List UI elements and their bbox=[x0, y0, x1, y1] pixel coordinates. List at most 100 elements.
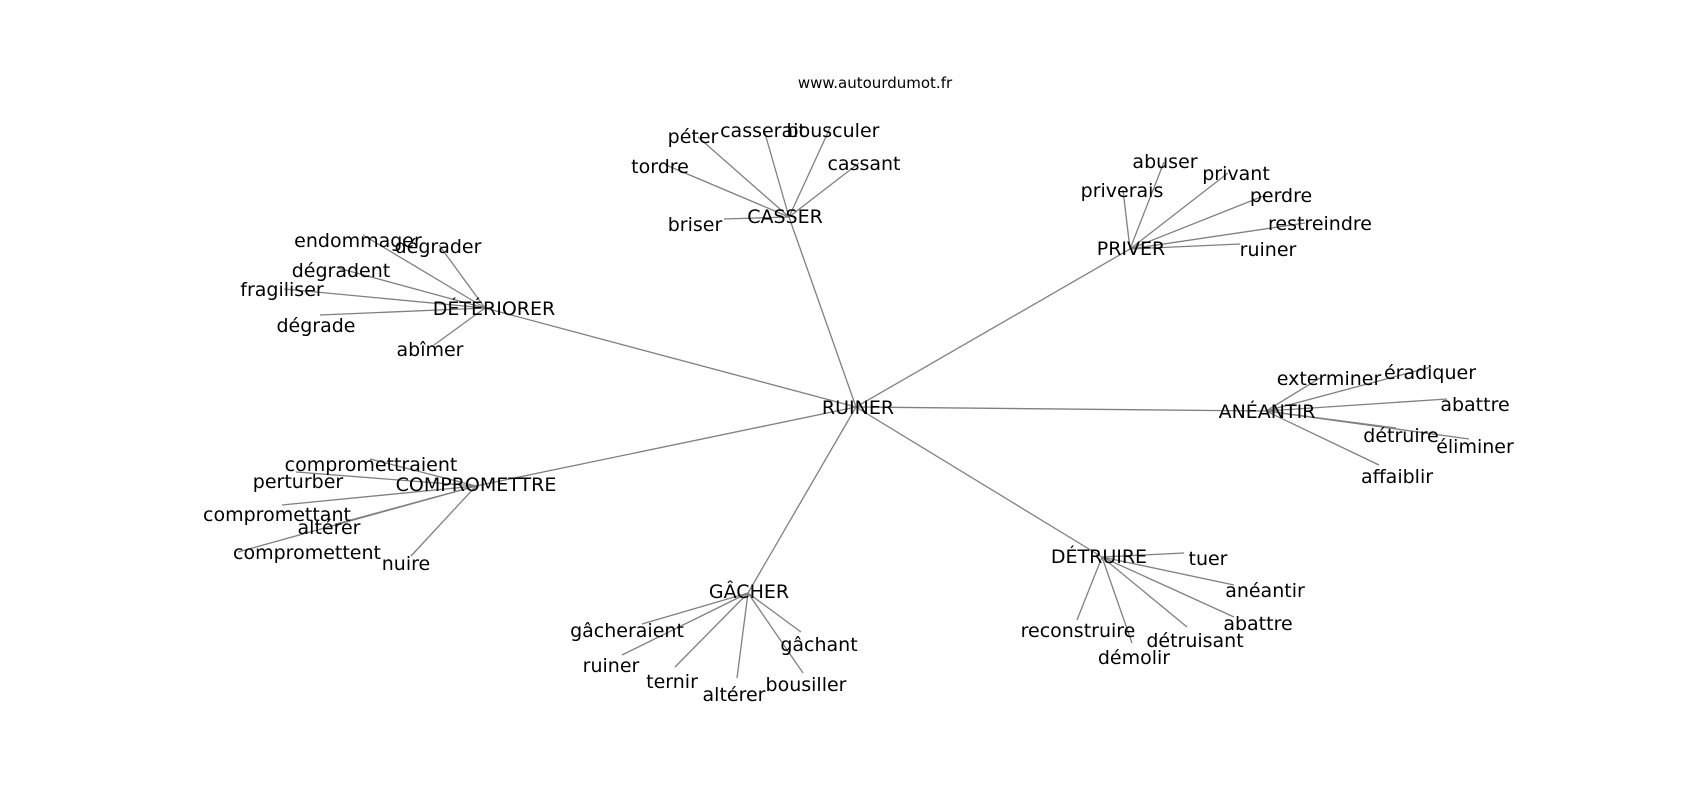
word-node[interactable]: ruiner bbox=[583, 655, 640, 677]
edge-root-hub bbox=[484, 307, 857, 408]
word-node[interactable]: dégrader bbox=[395, 236, 482, 258]
word-node[interactable]: ternir bbox=[646, 671, 698, 693]
edge-hub-word bbox=[674, 592, 749, 668]
edge-hub-word bbox=[283, 288, 486, 309]
edge-hub-word bbox=[723, 216, 790, 220]
edge-root-hub bbox=[855, 248, 1131, 408]
word-node[interactable]: gâcheraient bbox=[570, 620, 684, 642]
word-node[interactable]: cassant bbox=[827, 153, 900, 175]
word-node[interactable]: ruiner bbox=[1240, 239, 1297, 261]
edge-hub-word bbox=[1101, 552, 1185, 558]
edge-hub-word bbox=[1101, 556, 1188, 628]
edge-hub-word bbox=[237, 485, 477, 553]
word-node[interactable]: abattre bbox=[1440, 394, 1509, 416]
edge-hub-word bbox=[1129, 161, 1165, 250]
edge-hub-word bbox=[763, 129, 790, 218]
edge-hub-word bbox=[641, 592, 749, 625]
hub-node[interactable]: GÂCHER bbox=[709, 580, 789, 603]
word-node[interactable]: détruire bbox=[1363, 425, 1438, 447]
edge-hub-word bbox=[788, 162, 860, 218]
edge-hub-word bbox=[433, 307, 486, 346]
graph-edges bbox=[237, 127, 1470, 679]
edge-hub-word bbox=[1265, 377, 1321, 412]
word-node[interactable]: compromettent bbox=[233, 542, 381, 564]
word-node[interactable]: abîmer bbox=[397, 339, 464, 361]
edge-root-hub bbox=[855, 406, 1267, 412]
edge-hub-word bbox=[788, 127, 831, 218]
edge-root-hub bbox=[747, 406, 857, 594]
edge-hub-word bbox=[736, 592, 749, 679]
edge-hub-word bbox=[295, 471, 477, 487]
edge-hub-word bbox=[1101, 556, 1133, 644]
edge-hub-word bbox=[369, 458, 477, 487]
word-node[interactable]: perturber bbox=[253, 471, 344, 493]
word-node[interactable]: démolir bbox=[1098, 647, 1170, 669]
edge-hub-word bbox=[410, 485, 477, 557]
word-node[interactable]: éliminer bbox=[1436, 436, 1514, 458]
word-node[interactable]: abattre bbox=[1223, 613, 1292, 635]
hub-node[interactable]: COMPROMETTRE bbox=[396, 474, 557, 496]
edge-hub-word bbox=[337, 267, 486, 309]
word-node[interactable]: bousculer bbox=[787, 120, 880, 142]
edge-hub-word bbox=[747, 592, 804, 674]
word-node[interactable]: abuser bbox=[1132, 151, 1197, 173]
edge-hub-word bbox=[1129, 243, 1241, 250]
root-node[interactable]: RUINER bbox=[822, 397, 894, 419]
word-node[interactable]: reconstruire bbox=[1021, 620, 1136, 642]
word-node[interactable]: dégrade bbox=[276, 315, 355, 337]
word-node[interactable]: privant bbox=[1202, 163, 1270, 185]
word-node[interactable]: briser bbox=[668, 214, 723, 236]
hub-node[interactable]: DÉTRUIRE bbox=[1051, 545, 1147, 568]
edge-hub-word bbox=[1101, 556, 1235, 586]
word-node[interactable]: priverais bbox=[1081, 180, 1164, 202]
edge-hub-word bbox=[1129, 194, 1267, 250]
word-node[interactable]: casserait bbox=[720, 120, 806, 142]
word-node[interactable]: altérer bbox=[298, 517, 361, 539]
edge-root-hub bbox=[855, 406, 1103, 558]
word-node[interactable]: altérer bbox=[703, 684, 766, 706]
hub-node[interactable]: DÉTÉRIORER bbox=[433, 297, 555, 320]
edge-hub-word bbox=[665, 164, 790, 218]
edge-hub-word bbox=[1101, 556, 1235, 618]
word-node[interactable]: affaiblir bbox=[1361, 466, 1433, 488]
edge-hub-word bbox=[1265, 410, 1380, 466]
edge-hub-word bbox=[697, 136, 790, 218]
word-node[interactable]: détruisant bbox=[1146, 630, 1243, 652]
word-node[interactable]: péter bbox=[668, 126, 719, 148]
edge-root-hub bbox=[788, 216, 857, 408]
edge-hub-word bbox=[1265, 398, 1448, 412]
word-node[interactable]: gâchant bbox=[780, 634, 857, 656]
word-node[interactable]: restreindre bbox=[1268, 213, 1372, 235]
word-node[interactable]: compromettant bbox=[203, 504, 351, 526]
site-watermark: www.autourdumot.fr bbox=[798, 74, 953, 92]
edge-hub-word bbox=[1265, 410, 1470, 440]
edge-root-hub bbox=[475, 406, 857, 487]
edge-hub-word bbox=[1122, 189, 1131, 250]
word-node[interactable]: fragiliser bbox=[240, 279, 324, 301]
word-node[interactable]: bousiller bbox=[766, 674, 847, 696]
hub-node[interactable]: ANÉANTIR bbox=[1219, 400, 1316, 423]
word-node[interactable]: anéantir bbox=[1225, 580, 1305, 602]
edge-hub-word bbox=[1129, 172, 1229, 250]
hub-node[interactable]: PRIVER bbox=[1097, 238, 1165, 260]
edge-hub-word bbox=[747, 592, 802, 633]
hub-node[interactable]: CASSER bbox=[747, 206, 823, 228]
edge-hub-word bbox=[1265, 366, 1432, 412]
edge-hub-word bbox=[621, 592, 749, 656]
edge-hub-word bbox=[1129, 222, 1306, 250]
word-node[interactable]: exterminer bbox=[1277, 368, 1382, 390]
word-node[interactable]: compromettraient bbox=[285, 454, 458, 476]
word-node[interactable]: dégradent bbox=[292, 260, 391, 282]
word-node[interactable]: perdre bbox=[1250, 185, 1312, 207]
word-node[interactable]: nuire bbox=[382, 553, 430, 575]
edge-hub-word bbox=[1076, 556, 1103, 621]
edge-hub-word bbox=[319, 307, 486, 316]
word-node[interactable]: tuer bbox=[1189, 548, 1228, 570]
word-node[interactable]: éradiquer bbox=[1384, 362, 1476, 384]
edge-hub-word bbox=[362, 234, 486, 309]
edge-hub-word bbox=[438, 244, 486, 309]
word-node[interactable]: endommager bbox=[294, 230, 422, 252]
word-node[interactable]: tordre bbox=[631, 156, 689, 178]
